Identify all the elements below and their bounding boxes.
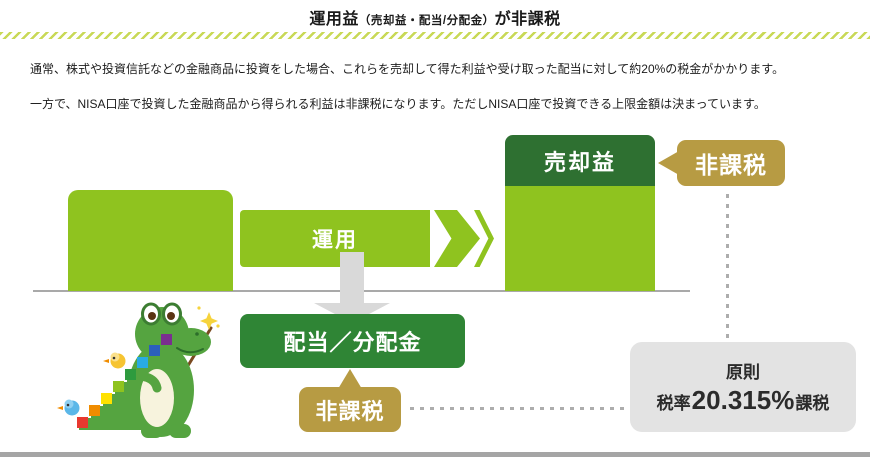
step-block-yellow: [101, 393, 112, 404]
page-title-main: 運用益: [309, 11, 359, 28]
intro-paragraph-2: 一方で、NISA口座で投資した金融商品から得られる利益は非課税になります。ただし…: [30, 97, 766, 111]
step-block-orange: [89, 405, 100, 416]
tax-free-badge-top-tail-icon: [658, 151, 679, 175]
step-block-blue: [149, 345, 160, 356]
operation-arrow: 運用: [240, 210, 430, 267]
tax-free-badge-bottom-tail-icon: [338, 369, 362, 389]
dashed-connector-vertical: [726, 194, 729, 340]
tax-rule-prefix: 税率: [656, 394, 691, 413]
step-block-red: [77, 417, 88, 428]
tax-free-badge-top-label: 非課税: [695, 152, 767, 178]
bottom-border-bar: [0, 452, 870, 457]
step-block-purple: [161, 334, 172, 345]
dividend-distribution-box: 配当／分配金: [240, 314, 465, 368]
step-block-cyan: [137, 357, 148, 368]
blue-bird-icon: [57, 399, 80, 416]
tax-rule-line1: 原則: [726, 363, 760, 382]
operation-arrow-head-icon: [434, 210, 480, 267]
page-title-suffix: が非課税: [494, 11, 561, 28]
striped-divider: [0, 32, 870, 39]
dashed-connector-horizontal: [410, 407, 628, 410]
grown-principal-box: [505, 186, 655, 291]
operation-arrow-label: 運用: [312, 228, 358, 252]
tax-rate-value: 20.315%: [691, 385, 795, 415]
tax-free-badge-bottom: 非課税: [299, 387, 401, 432]
dividend-distribution-label: 配当／分配金: [283, 330, 422, 355]
tax-free-badge-top: 非課税: [677, 140, 785, 186]
step-block-green: [125, 369, 136, 380]
principal-investment-box: [68, 190, 233, 291]
sparkle-icon: [200, 312, 218, 330]
step-block-lightgreen: [113, 381, 124, 392]
capital-gain-label: 売却益: [543, 149, 616, 175]
intro-paragraph-1: 通常、株式や投資信託などの金融商品に投資をした場合、これらを売却して得た利益や受…: [30, 62, 785, 76]
capital-gain-box: 売却益: [505, 135, 655, 186]
page-title: 運用益（売却益・配当/分配金）が非課税: [0, 5, 870, 29]
tax-rule-suffix: 課税: [795, 394, 830, 413]
mascot-crocodile-illustration: [57, 302, 220, 438]
down-arrow-icon: [340, 252, 364, 305]
page-title-paren: （売却益・配当/分配金）: [358, 15, 495, 27]
yellow-bird-icon: [103, 352, 126, 369]
tax-free-badge-bottom-label: 非課税: [315, 398, 385, 424]
